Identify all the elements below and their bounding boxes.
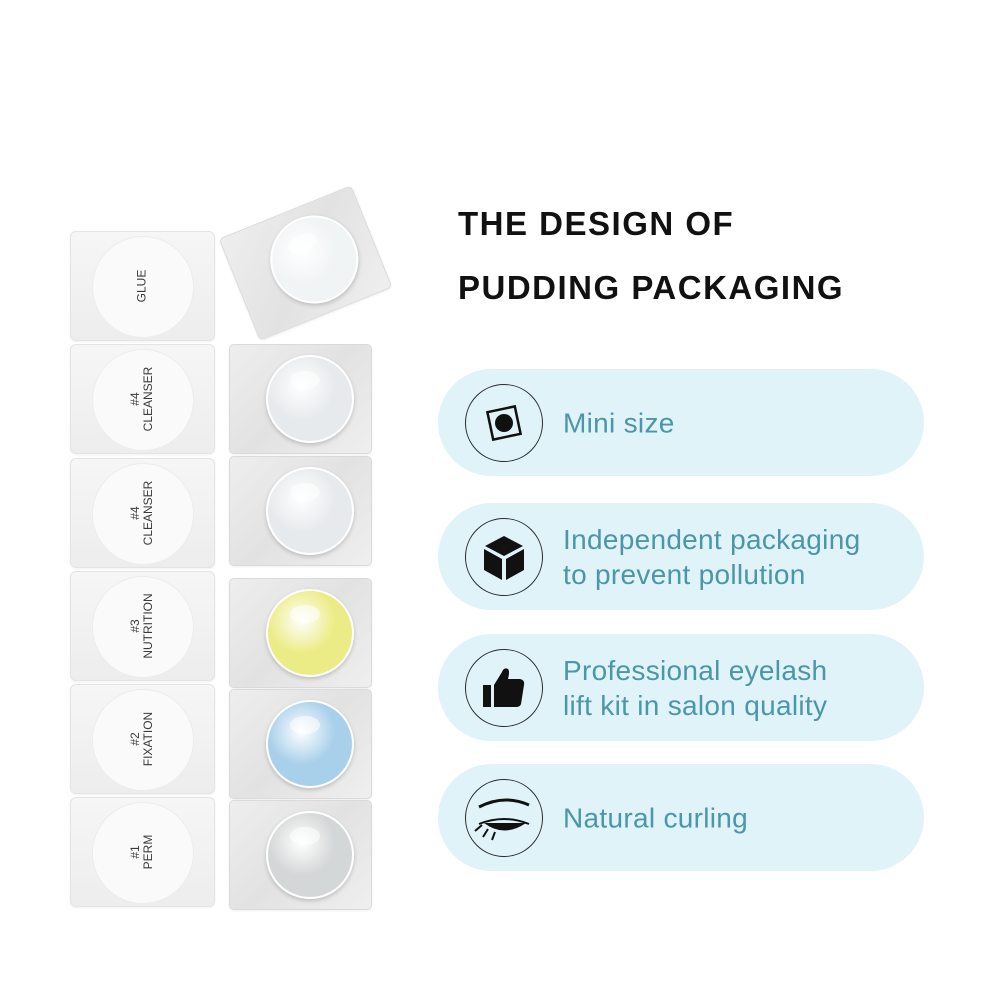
sachet-seal — [92, 689, 194, 791]
sachet-label-line2: CLEANSER — [141, 480, 155, 546]
sachet-cleanser: #4 CLEANSER — [70, 344, 215, 454]
sachet-label-line2: NUTRITION — [141, 593, 155, 659]
sachet-label-line2: PERM — [141, 834, 155, 870]
feature-text: Independent packaging to prevent polluti… — [563, 522, 860, 592]
pudding-pod — [266, 700, 354, 788]
sachet-seal — [92, 349, 194, 451]
feature-text-line1: Mini size — [563, 407, 675, 438]
pod-gloss — [290, 483, 320, 501]
pudding-pod — [257, 202, 372, 317]
sachet-nutrition: #3 NUTRITION — [70, 571, 215, 681]
feature-natural-curling: Natural curling — [438, 764, 924, 871]
feature-text: Mini size — [563, 405, 675, 440]
pod-gloss — [290, 716, 320, 734]
title-line1: THE DESIGN OF — [458, 205, 735, 242]
blister-pack — [229, 689, 372, 799]
sachet-label: #3 NUTRITION — [128, 593, 155, 659]
feature-text-line1: Independent packaging — [563, 523, 861, 555]
sachet-seal — [92, 463, 194, 565]
blister-pack — [229, 344, 372, 454]
sachet-label-line2: FIXATION — [141, 711, 155, 767]
eyelash-icon — [465, 779, 543, 857]
blister-pack — [218, 185, 393, 341]
title-line2: PUDDING PACKAGING — [458, 269, 845, 306]
pudding-pod — [266, 811, 354, 899]
blister-pack — [229, 578, 372, 688]
sachet-label: #4 CLEANSER — [128, 480, 155, 546]
sachet-label: #1 PERM — [128, 834, 155, 870]
pudding-pod — [266, 589, 354, 677]
page-title: THE DESIGN OF PUDDING PACKAGING — [458, 192, 844, 320]
pod-gloss — [290, 605, 320, 623]
feature-text-line1: Natural curling — [563, 802, 749, 833]
sachet-perm: #1 PERM — [70, 797, 215, 907]
feature-text-line1: Professional eyelash — [563, 654, 828, 686]
sachet-seal — [92, 236, 194, 338]
feature-text-line2: to prevent pollution — [563, 558, 806, 590]
pod-gloss — [290, 371, 320, 389]
pudding-pod — [266, 355, 354, 443]
feature-text: Professional eyelash lift kit in salon q… — [563, 653, 827, 723]
sachet-label: #2 FIXATION — [128, 711, 155, 767]
sachet-seal — [92, 576, 194, 678]
sachet-seal — [92, 802, 194, 904]
sachet-label-line1: GLUE — [134, 269, 149, 303]
feature-text: Natural curling — [563, 800, 748, 835]
blister-pack — [229, 800, 372, 910]
feature-text-line2: lift kit in salon quality — [563, 689, 828, 721]
thumbs-up-icon — [465, 649, 543, 727]
sachet-fixation: #2 FIXATION — [70, 684, 215, 794]
pod-gloss — [290, 827, 320, 845]
feature-professional-quality: Professional eyelash lift kit in salon q… — [438, 634, 924, 741]
cube-icon — [465, 518, 543, 596]
sachet-cleanser: #4 CLEANSER — [70, 458, 215, 568]
pudding-pod — [266, 467, 354, 555]
feature-mini-size: Mini size — [438, 369, 924, 476]
feature-independent-packaging: Independent packaging to prevent polluti… — [438, 503, 924, 610]
pod-gloss — [285, 229, 320, 258]
sachet-label: GLUE — [134, 269, 149, 303]
sachet-glue: GLUE — [70, 231, 215, 341]
blister-pack — [229, 456, 372, 566]
sachet-label: #4 CLEANSER — [128, 366, 155, 432]
sachet-label-line2: CLEANSER — [141, 366, 155, 432]
square-dot-icon — [465, 384, 543, 462]
